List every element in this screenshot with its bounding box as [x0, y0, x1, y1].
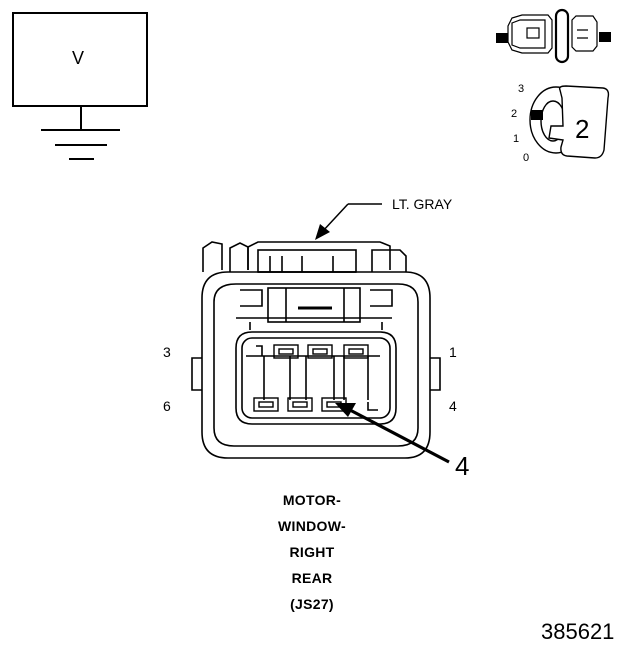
- probe-arrow: [335, 403, 450, 464]
- pin-label-3: 3: [163, 344, 171, 360]
- connector-title: MOTOR- WINDOW- RIGHT REAR (JS27): [232, 492, 392, 622]
- ignition-position-0: 0: [523, 152, 530, 164]
- connector-title-line: MOTOR-: [282, 492, 342, 508]
- connector-title-line: WINDOW-: [278, 518, 346, 534]
- connector-body: [191, 241, 441, 459]
- terminal-top-row: [273, 344, 369, 359]
- connector-title-line: REAR: [291, 570, 333, 586]
- pin-label-4: 4: [449, 398, 457, 414]
- wire-color-label: LT. GRAY: [392, 196, 453, 212]
- voltmeter-symbol: V: [72, 48, 85, 68]
- disconnected-connector-icon: [496, 8, 611, 64]
- ignition-position-2: 2: [511, 108, 518, 120]
- ignition-step-number: 2: [575, 114, 590, 144]
- connector-title-line: (JS27): [290, 596, 334, 612]
- pin-label-6: 6: [163, 398, 171, 414]
- pin-label-1: 1: [449, 344, 457, 360]
- connector-title-line: RIGHT: [289, 544, 335, 560]
- probe-pin-number: 4: [455, 451, 470, 481]
- terminal-bottom-row: [253, 397, 347, 412]
- ignition-position-3: 3: [518, 83, 525, 95]
- wire-color-leader: [315, 203, 382, 240]
- voltmeter-icon: [12, 12, 148, 160]
- ignition-position-1: 1: [513, 133, 520, 145]
- ignition-key-icon: [529, 85, 610, 159]
- figure-number: 385621: [541, 619, 615, 644]
